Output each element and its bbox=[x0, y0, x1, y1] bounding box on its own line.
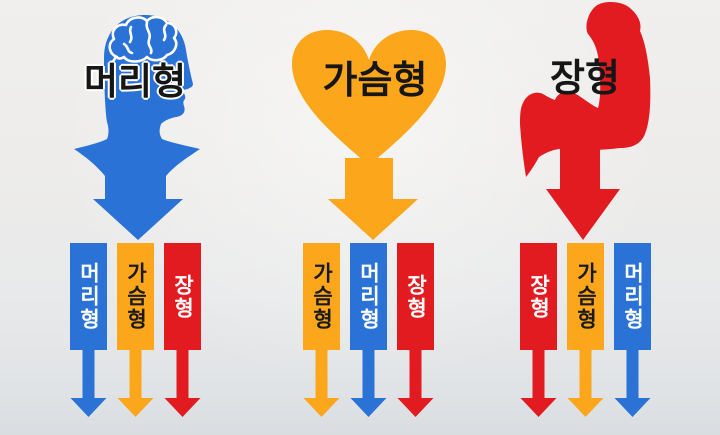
ranking-arrow-label: 가슴형 bbox=[124, 262, 147, 331]
head-type-title: 머리형 bbox=[83, 61, 187, 102]
ranking-arrow-label: 머리형 bbox=[77, 262, 100, 331]
ranking-arrow-body: 장형 bbox=[164, 243, 201, 350]
ranking-arrow-label: 장형 bbox=[404, 273, 427, 320]
ranking-arrow-label: 가슴형 bbox=[574, 262, 597, 331]
ranking-arrow-body: 머리형 bbox=[350, 243, 387, 350]
ranking-arrow-label: 장형 bbox=[527, 273, 550, 320]
heart-type-title: 가슴형 bbox=[322, 60, 428, 102]
ranking-arrow-label: 장형 bbox=[171, 273, 194, 320]
brain-icon bbox=[108, 15, 178, 68]
ranking-arrow-body: 머리형 bbox=[614, 243, 651, 350]
heart-icon bbox=[292, 30, 446, 166]
ranking-arrow-body: 가슴형 bbox=[117, 243, 154, 350]
head-silhouette-icon bbox=[74, 14, 200, 205]
ranking-arrow-label: 가슴형 bbox=[310, 262, 333, 331]
ranking-arrow-body: 머리형 bbox=[70, 243, 107, 350]
ranking-arrow-body: 장형 bbox=[520, 243, 557, 350]
heart-type-big-arrow-icon bbox=[328, 158, 418, 240]
ranking-arrow-body: 가슴형 bbox=[303, 243, 340, 350]
ranking-arrow-body: 가슴형 bbox=[567, 243, 604, 350]
gut-type-big-arrow-icon bbox=[546, 130, 620, 240]
ranking-arrow-body: 장형 bbox=[397, 243, 434, 350]
gut-type-title: 장형 bbox=[550, 58, 620, 100]
ranking-arrow-label: 머리형 bbox=[357, 262, 380, 331]
ranking-arrow-label: 머리형 bbox=[621, 262, 644, 331]
flexed-arm-icon bbox=[520, 2, 651, 177]
